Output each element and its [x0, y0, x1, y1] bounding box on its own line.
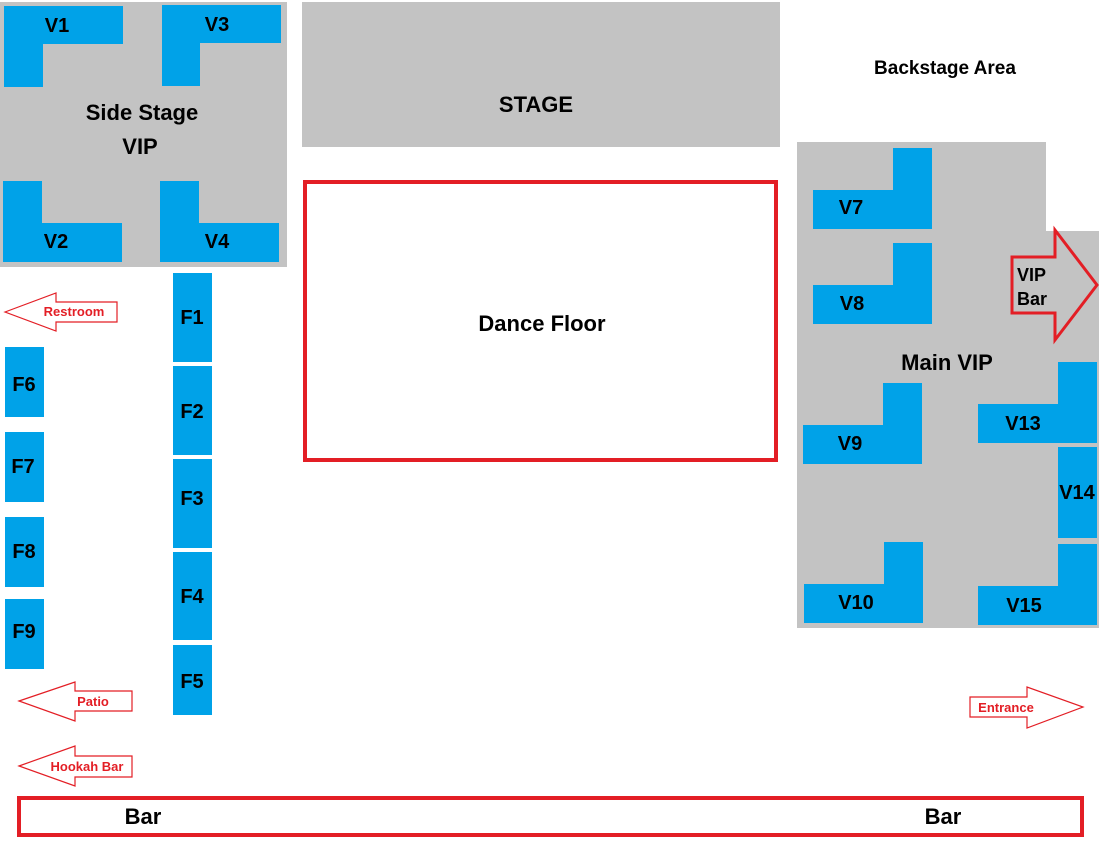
- table-label: V7: [839, 197, 863, 219]
- table-v15[interactable]: V15: [978, 544, 1097, 625]
- table-f8[interactable]: F8: [5, 517, 44, 587]
- table-v3[interactable]: V3: [162, 5, 281, 86]
- table-label: F5: [180, 671, 203, 693]
- vip-bar-arrow[interactable]: VIP Bar: [1010, 225, 1099, 345]
- stage: STAGE: [302, 2, 780, 147]
- hookah-bar-label: Hookah Bar: [51, 759, 124, 774]
- table-v1[interactable]: V1: [4, 6, 123, 87]
- main-vip-label: Main VIP: [901, 350, 993, 375]
- table-label: V13: [1005, 413, 1041, 435]
- side-stage-vip-label: VIP: [122, 134, 157, 159]
- entrance-arrow[interactable]: Entrance: [969, 686, 1085, 729]
- backstage-area-label: Backstage Area: [874, 58, 1016, 79]
- table-label: V2: [44, 231, 68, 253]
- table-label: V3: [205, 14, 229, 36]
- table-f2[interactable]: F2: [173, 366, 212, 455]
- vip-bar-label: VIP: [1017, 265, 1046, 285]
- table-label: V4: [205, 231, 230, 253]
- table-label: V10: [838, 592, 874, 614]
- main-bar: Bar Bar: [17, 796, 1084, 837]
- bar-label-right: Bar: [925, 804, 962, 829]
- patio-label: Patio: [77, 694, 109, 709]
- table-label: V1: [45, 15, 69, 37]
- vip-bar-label-2: Bar: [1017, 289, 1047, 309]
- table-v10[interactable]: V10: [804, 542, 923, 623]
- side-stage-label: Side Stage: [86, 100, 198, 125]
- table-f1[interactable]: F1: [173, 273, 212, 362]
- table-v13[interactable]: V13: [978, 362, 1097, 443]
- table-f9[interactable]: F9: [5, 599, 44, 669]
- table-v7[interactable]: V7: [813, 148, 932, 229]
- table-v8[interactable]: V8: [813, 243, 932, 324]
- table-label: V8: [840, 293, 864, 315]
- side-stage-area: [0, 2, 287, 267]
- bar-label-left: Bar: [125, 804, 162, 829]
- table-v14[interactable]: V14: [1058, 447, 1097, 538]
- side-stage-vip-zone: Side Stage VIP: [0, 2, 287, 267]
- table-label: V14: [1059, 482, 1095, 504]
- table-label: F7: [11, 456, 34, 478]
- table-label: V15: [1006, 595, 1042, 617]
- restroom-arrow[interactable]: Restroom: [3, 292, 118, 332]
- stage-label: STAGE: [499, 92, 573, 117]
- dance-floor-label: Dance Floor: [478, 311, 606, 336]
- table-f3[interactable]: F3: [173, 459, 212, 548]
- table-label: F8: [12, 541, 35, 563]
- table-label: V9: [838, 433, 862, 455]
- patio-arrow[interactable]: Patio: [17, 681, 133, 722]
- table-v2[interactable]: V2: [3, 181, 122, 262]
- table-label: F2: [180, 401, 203, 423]
- table-f4[interactable]: F4: [173, 552, 212, 640]
- table-v9[interactable]: V9: [803, 383, 922, 464]
- table-label: F1: [180, 307, 203, 329]
- table-label: F6: [12, 374, 35, 396]
- table-label: F9: [12, 621, 35, 643]
- table-v4[interactable]: V4: [160, 181, 279, 262]
- table-label: F3: [180, 488, 203, 510]
- restroom-label: Restroom: [44, 304, 105, 319]
- table-f6[interactable]: F6: [5, 347, 44, 417]
- table-f5[interactable]: F5: [173, 645, 212, 715]
- table-f7[interactable]: F7: [5, 432, 44, 502]
- entrance-label: Entrance: [978, 700, 1034, 715]
- dance-floor: Dance Floor: [303, 180, 778, 462]
- table-label: F4: [180, 586, 204, 608]
- hookah-bar-arrow[interactable]: Hookah Bar: [17, 745, 133, 787]
